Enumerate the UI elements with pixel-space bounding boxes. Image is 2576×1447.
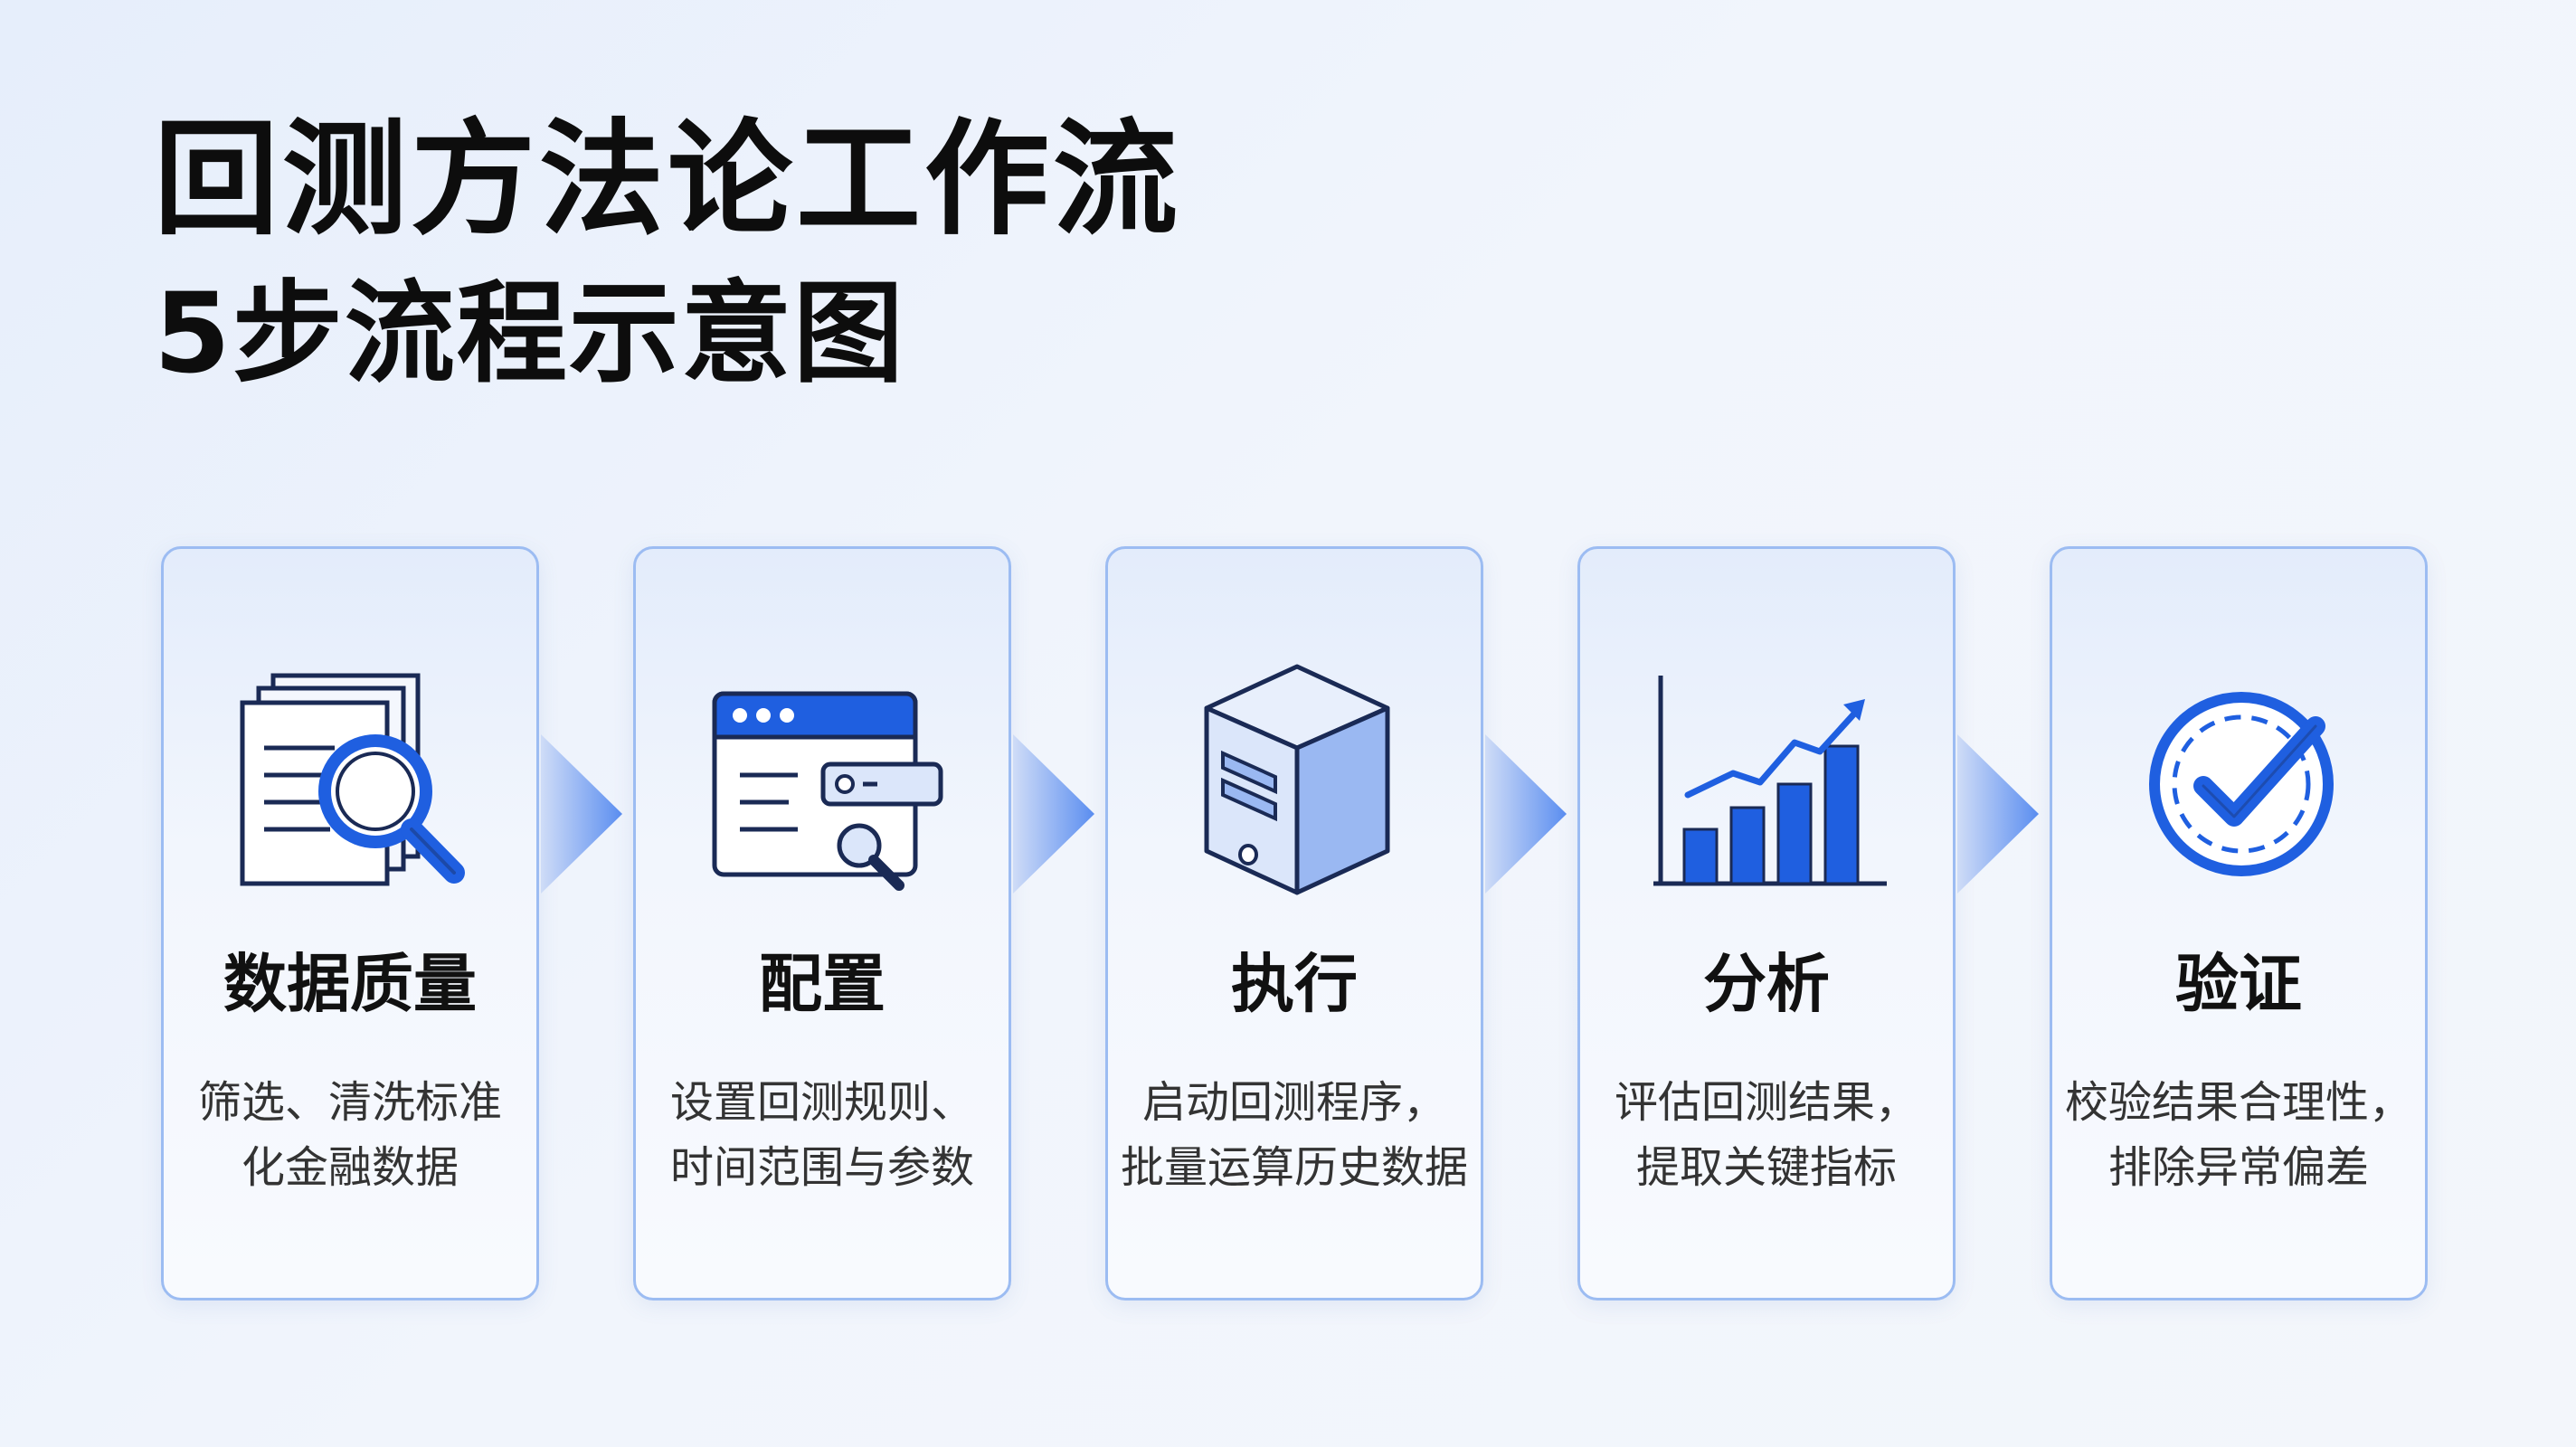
step-card-execution: 执行 启动回测程序， 批量运算历史数据 bbox=[1105, 546, 1483, 1300]
checkmark-badge-icon bbox=[2106, 657, 2377, 902]
flow-arrow-icon bbox=[1957, 734, 2039, 894]
step-title: 分析 bbox=[1703, 947, 1830, 1021]
step-card-data-quality: 数据质量 筛选、清洗标准 化金融数据 bbox=[161, 546, 539, 1300]
page-subtitle: 5步流程示意图 bbox=[154, 270, 905, 398]
settings-window-icon bbox=[689, 657, 961, 902]
page-title: 回测方法论工作流 bbox=[154, 107, 1182, 252]
step-description: 启动回测程序， 批量运算历史数据 bbox=[1120, 1077, 1468, 1193]
step-description: 校验结果合理性， 排除异常偏差 bbox=[2064, 1077, 2412, 1193]
flow-arrow-icon bbox=[541, 734, 622, 894]
document-magnifier-icon bbox=[217, 657, 488, 902]
step-title: 验证 bbox=[2175, 947, 2302, 1021]
step-description: 评估回测结果， 提取关键指标 bbox=[1614, 1077, 1918, 1193]
step-description: 设置回测规则、 时间范围与参数 bbox=[669, 1077, 974, 1193]
step-card-validation: 验证 校验结果合理性， 排除异常偏差 bbox=[2050, 546, 2428, 1300]
step-title: 数据质量 bbox=[223, 947, 477, 1021]
flow-arrow-icon bbox=[1013, 734, 1094, 894]
step-card-configuration: 配置 设置回测规则、 时间范围与参数 bbox=[633, 546, 1011, 1300]
step-title: 执行 bbox=[1231, 947, 1358, 1021]
step-description: 筛选、清洗标准 化金融数据 bbox=[197, 1077, 502, 1193]
bar-chart-icon bbox=[1634, 657, 1905, 902]
step-title: 配置 bbox=[759, 947, 886, 1021]
flow-arrow-icon bbox=[1485, 734, 1567, 894]
step-card-analysis: 分析 评估回测结果， 提取关键指标 bbox=[1577, 546, 1956, 1300]
server-icon bbox=[1161, 657, 1433, 902]
